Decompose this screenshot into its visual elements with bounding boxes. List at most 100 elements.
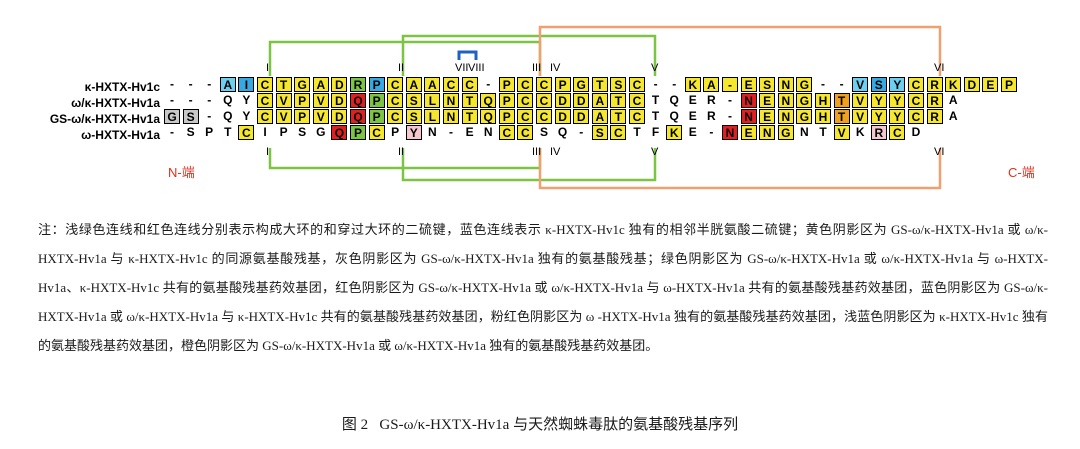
residue-cell: Y bbox=[889, 109, 906, 124]
residue-cell: D bbox=[331, 77, 348, 92]
residue-cell: C bbox=[908, 77, 924, 92]
residue-cell: A bbox=[405, 77, 422, 92]
residue-cell: N bbox=[777, 77, 794, 92]
residue-cell: S bbox=[405, 109, 422, 124]
residue-cell: A bbox=[948, 109, 958, 123]
residue-cell: T bbox=[833, 93, 850, 108]
residue-cell: P bbox=[205, 125, 214, 139]
residue-cell: V bbox=[852, 109, 869, 124]
residue-cell: G bbox=[796, 93, 813, 108]
residue-cell: Q bbox=[480, 109, 497, 124]
residue-cell: - bbox=[170, 125, 174, 139]
disulfide-bridges bbox=[268, 25, 942, 190]
residue-cell: A bbox=[591, 93, 608, 108]
residue-cell: C bbox=[536, 77, 552, 92]
residue-cell: D bbox=[573, 109, 590, 124]
residue-cell: S bbox=[870, 77, 887, 92]
residue-cell: C bbox=[387, 77, 404, 92]
bridge-label: VIII bbox=[468, 62, 485, 74]
sequence-names: κ-HXTX-Hv1c ω/κ-HXTX-Hv1a GS-ω/κ-HXTX-Hv… bbox=[0, 0, 160, 200]
residue-cell: A bbox=[591, 109, 608, 124]
bridge-label: IV bbox=[550, 146, 561, 158]
residue-cell: Y bbox=[405, 125, 422, 140]
residue-cell: T bbox=[819, 125, 827, 139]
bridge-label: VII bbox=[455, 62, 469, 74]
residue-cell: A bbox=[219, 77, 236, 92]
residue-cell: D bbox=[331, 93, 348, 108]
bridge-VII-VIII bbox=[457, 50, 478, 60]
bridge-IV-VI-upper bbox=[538, 25, 942, 76]
residue-cell: E bbox=[688, 109, 697, 123]
residue-cell: P bbox=[498, 93, 515, 108]
residue-cell: - bbox=[188, 77, 193, 91]
residue-cell: D bbox=[963, 77, 980, 92]
bridge-label: II bbox=[398, 146, 405, 158]
residue-cell: - bbox=[449, 125, 453, 139]
residue-cell: G bbox=[796, 109, 813, 124]
residue-cell: C bbox=[443, 77, 459, 92]
residue-cell: Q bbox=[331, 125, 348, 140]
residue-cell: R bbox=[926, 93, 943, 108]
residue-cell: T bbox=[610, 109, 627, 124]
residue-cell: - bbox=[170, 77, 174, 91]
residue-cell: C bbox=[387, 109, 404, 124]
residue-cell: P bbox=[554, 77, 571, 92]
residue-cell: Q bbox=[223, 109, 233, 123]
residue-cell: E bbox=[688, 93, 697, 107]
bridge-label: VI bbox=[934, 62, 945, 74]
figure-note: 注：浅绿色连线和红色连线分别表示构成大环的和穿过大环的二硫键，蓝色连线表示 κ-… bbox=[38, 222, 1048, 353]
residue-cell: C bbox=[257, 109, 273, 124]
residue-cell: P bbox=[1001, 77, 1017, 92]
figure-number: 图 2 bbox=[341, 417, 369, 433]
residue-cell: - bbox=[821, 77, 825, 91]
residue-cell: V bbox=[833, 125, 850, 140]
residue-cell: - bbox=[722, 77, 738, 92]
bridge-label: V bbox=[651, 62, 659, 74]
bridge-label: III bbox=[532, 146, 542, 158]
residue-cell: C bbox=[629, 109, 645, 124]
residue-cell: S bbox=[610, 77, 627, 92]
residue-cell: H bbox=[815, 93, 831, 108]
residue-cell: P bbox=[279, 125, 288, 139]
residue-cell: T bbox=[224, 125, 232, 139]
residue-cell: C bbox=[517, 93, 534, 108]
residue-cell: N bbox=[740, 93, 757, 108]
sequence-name: GS-ω/κ-HXTX-Hv1a bbox=[49, 112, 160, 126]
residue-cell: R bbox=[926, 109, 943, 124]
residue-cell: C bbox=[387, 93, 404, 108]
residue-cell: S bbox=[182, 109, 199, 124]
residue-cell: - bbox=[728, 93, 732, 107]
residue-cell: A bbox=[703, 77, 720, 92]
residue-cell: N bbox=[777, 109, 794, 124]
residue-cell: K bbox=[684, 77, 701, 92]
residue-cell: G bbox=[573, 77, 590, 92]
residue-cell: N bbox=[443, 93, 459, 108]
residue-cell: F bbox=[651, 125, 660, 139]
residue-cell: Q bbox=[480, 93, 497, 108]
residue-cell: N bbox=[800, 125, 809, 139]
sequence-alignment-figure: κ-HXTX-Hv1c ω/κ-HXTX-Hv1a GS-ω/κ-HXTX-Hv… bbox=[0, 0, 1080, 200]
residue-cell: T bbox=[275, 77, 292, 92]
residue-cell: G bbox=[316, 125, 326, 139]
residue-cell: G bbox=[777, 125, 794, 140]
residue-cell: Y bbox=[870, 93, 887, 108]
residue-cell: P bbox=[294, 93, 311, 108]
residue-cell: K bbox=[666, 125, 683, 140]
residue-cell: C bbox=[368, 125, 385, 140]
residue-cell: K bbox=[855, 125, 865, 139]
residue-cell: R bbox=[926, 77, 943, 92]
residue-cell: C bbox=[517, 77, 534, 92]
residue-cell: C bbox=[889, 125, 906, 140]
residue-cell: C bbox=[536, 109, 552, 124]
residue-cell: - bbox=[207, 77, 212, 91]
residue-cell: N bbox=[740, 109, 757, 124]
residue-cell: Y bbox=[242, 109, 251, 123]
residue-cell: N bbox=[483, 125, 493, 139]
residue-cell: Y bbox=[242, 93, 251, 107]
residue-cell: Q bbox=[223, 93, 233, 107]
residue-cell: E bbox=[759, 93, 776, 108]
residue-cell: S bbox=[186, 125, 195, 139]
residue-cell: T bbox=[651, 109, 660, 123]
residue-cell: C bbox=[498, 125, 515, 140]
bridge-II-V-lower bbox=[401, 148, 657, 182]
